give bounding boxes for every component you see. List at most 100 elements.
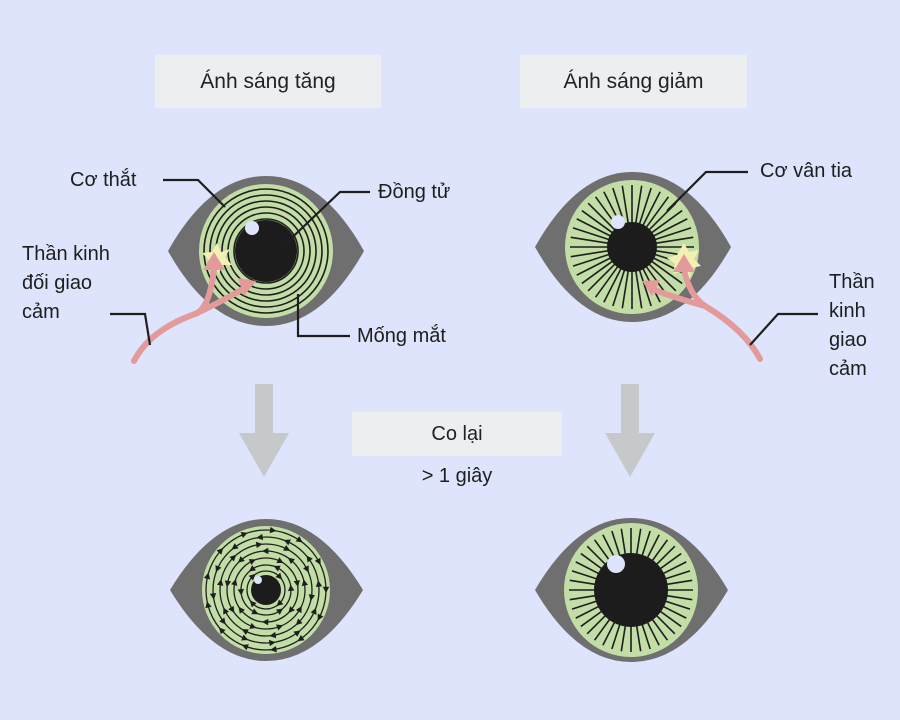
- iris-ray: [569, 594, 598, 601]
- arrowhead: [288, 584, 295, 592]
- iris-ray: [634, 185, 643, 226]
- iris-ray: [570, 249, 611, 258]
- iris-ray: [658, 552, 682, 571]
- iris-ray: [664, 579, 693, 586]
- eye-bottom-right: [535, 518, 728, 662]
- arrowhead: [308, 594, 316, 602]
- iris-ray: [603, 266, 623, 303]
- leader-dilator: [666, 170, 748, 212]
- arrowhead: [228, 605, 235, 613]
- arrowhead: [249, 622, 257, 629]
- iris-ray: [634, 268, 643, 309]
- header-increased-light: Ánh sáng tăng: [155, 55, 381, 108]
- iris-ray: [640, 622, 651, 650]
- arrowhead: [231, 578, 238, 586]
- iris-ray: [652, 227, 692, 241]
- iris-ray: [570, 236, 611, 245]
- sphincter-ring: [212, 536, 320, 644]
- arrowhead: [275, 572, 283, 580]
- iris-ray: [576, 256, 613, 276]
- time-label: > 1 giây: [421, 465, 493, 487]
- arrowhead: [297, 634, 305, 642]
- arrowhead: [219, 617, 226, 625]
- arrowhead: [240, 532, 248, 539]
- iris-ray: [653, 236, 694, 245]
- iris-ray: [663, 599, 691, 610]
- iris-ray: [580, 609, 604, 628]
- label-sphincter: Cơ thắt: [70, 169, 137, 191]
- arrowhead: [295, 536, 303, 543]
- arrowhead: [224, 580, 232, 588]
- arrowhead: [203, 572, 211, 580]
- label-iris: Mống mắt: [357, 325, 446, 347]
- iris-ray: [581, 259, 615, 285]
- leader-iris: [296, 294, 350, 338]
- arrowhead: [276, 557, 284, 564]
- sphincter-ring: [219, 543, 313, 637]
- arrowhead: [283, 539, 291, 546]
- arrowhead: [223, 607, 229, 615]
- iris-ray: [635, 623, 642, 652]
- iris-ray: [587, 202, 618, 233]
- iris-ray: [569, 579, 598, 586]
- arrowhead: [248, 559, 256, 566]
- iris-ray: [644, 196, 670, 230]
- leader-parasympathetic: [110, 312, 152, 346]
- down-arrow-right: [605, 384, 655, 477]
- iris-ray: [654, 545, 676, 567]
- iris-ray: [581, 209, 615, 235]
- arrowhead: [255, 541, 263, 549]
- arrowhead: [269, 631, 277, 639]
- iris-ray: [580, 552, 604, 571]
- arrowhead: [276, 599, 284, 607]
- iris-ray: [638, 187, 652, 227]
- iris-ray: [645, 619, 660, 646]
- iris-ray: [649, 209, 683, 235]
- arrowhead: [315, 580, 323, 588]
- iris-ray: [593, 617, 612, 641]
- iris-ray: [611, 530, 622, 558]
- arrowhead: [273, 565, 281, 572]
- arrowhead: [249, 600, 257, 608]
- iris-ray: [602, 619, 617, 646]
- highlight-bottom-left: [254, 576, 262, 584]
- pupil-top-right: [607, 222, 657, 272]
- label-parasympathetic: Thần kinh đối giao cảm: [22, 243, 110, 323]
- iris-ray: [664, 594, 693, 601]
- arrowhead: [241, 634, 249, 641]
- iris-ray: [572, 227, 612, 241]
- arrowhead: [268, 639, 276, 647]
- iris-ray: [649, 259, 683, 285]
- arrowhead: [293, 630, 301, 637]
- iris-ray: [654, 613, 676, 635]
- arrowhead: [209, 592, 217, 600]
- arrowhead: [238, 606, 245, 614]
- iris-ray: [640, 530, 651, 558]
- leader-lines: [110, 170, 818, 346]
- arrowhead: [283, 544, 291, 551]
- sphincter-ring: [246, 570, 286, 610]
- iris-ray: [658, 609, 682, 628]
- arrowhead: [231, 543, 239, 550]
- arrowhead: [293, 580, 300, 587]
- iris-ray: [572, 253, 612, 267]
- pupil-top-left: [235, 220, 297, 282]
- iris-ray: [620, 623, 627, 652]
- iris-ray: [571, 599, 599, 610]
- arrowhead: [301, 579, 309, 587]
- arrowhead: [287, 557, 295, 565]
- iris-ray: [575, 561, 602, 576]
- arrowhead: [317, 613, 324, 621]
- iris-ray: [646, 261, 677, 292]
- iris-ray: [621, 185, 630, 226]
- iris-ray: [660, 604, 687, 619]
- arrowhead: [216, 578, 224, 586]
- iris-ray: [621, 268, 630, 309]
- header-decreased-light: Ánh sáng giảm: [520, 55, 747, 108]
- iris-ray: [576, 218, 613, 238]
- down-arrow-left: [239, 384, 289, 477]
- iris-ray: [660, 561, 687, 576]
- arrowhead: [241, 629, 249, 636]
- pupil-bottom-right: [594, 553, 668, 627]
